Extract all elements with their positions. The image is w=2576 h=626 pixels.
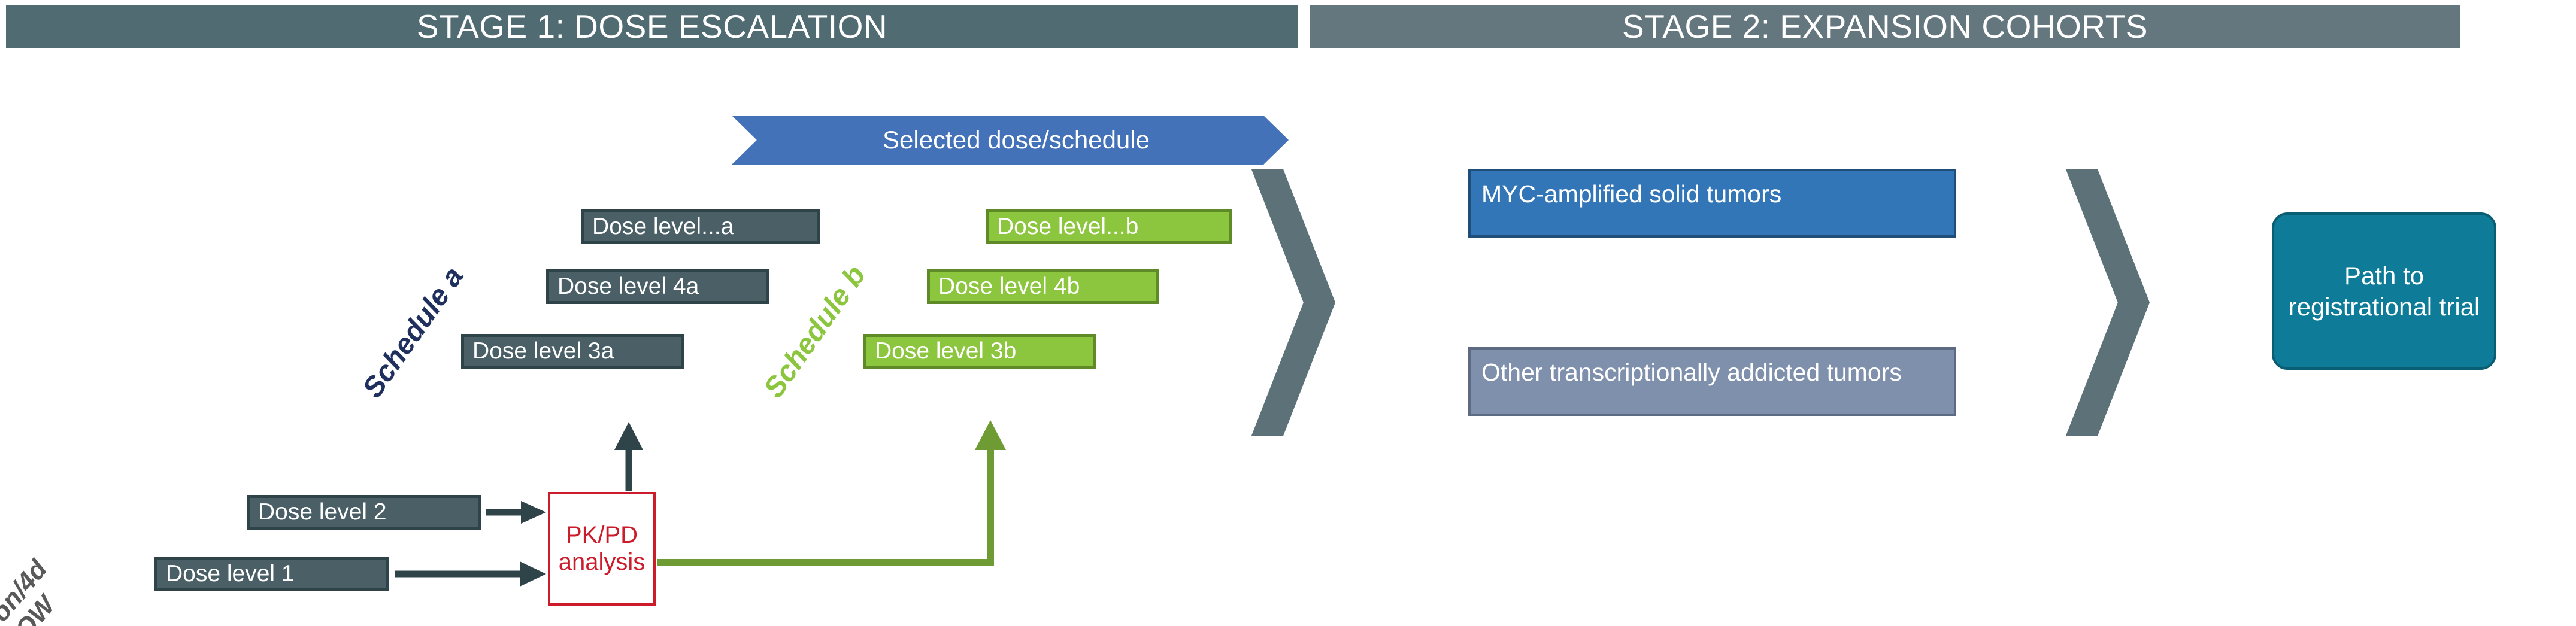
dosing-regimen-label: 3d on/4d off QW — [0, 555, 75, 626]
path-to-registrational-trial-label: Path to registrational trial — [2288, 262, 2480, 321]
stage-1-title: STAGE 1: DOSE ESCALATION — [416, 8, 888, 45]
selected-dose-schedule-label: Selected dose/schedule — [883, 126, 1150, 154]
dose-level-label: Dose level 3a — [472, 338, 614, 364]
dose-level-box-4b: Dose level 4b — [927, 269, 1159, 304]
dose-level-box-2: Dose level 2 — [247, 495, 481, 530]
pkpd-line-1: PK/PD — [565, 522, 638, 549]
dose-level-label: Dose level...a — [592, 214, 734, 239]
stage-1-header: STAGE 1: DOSE ESCALATION — [6, 5, 1298, 48]
schedule-b-label: Schedule b — [757, 260, 872, 404]
dose-level-label: Dose level 3b — [875, 338, 1017, 364]
dose-level-box-1: Dose level 1 — [154, 557, 389, 591]
arrow-pkpd-to-dose3b — [657, 420, 1006, 566]
selected-dose-schedule-banner: Selected dose/schedule — [732, 116, 1289, 165]
dose-level-box-a-top: Dose level...a — [581, 209, 820, 244]
dose-level-box-4a: Dose level 4a — [546, 269, 769, 304]
cohort-label: Other transcriptionally addicted tumors — [1481, 358, 1902, 386]
stage-transition-chevron-2 — [2066, 169, 2150, 436]
dose-level-label: Dose level 4b — [938, 274, 1080, 299]
schedule-a-label: Schedule a — [356, 261, 470, 404]
dose-level-box-3a: Dose level 3a — [461, 334, 684, 369]
stage-transition-chevron-1 — [1251, 169, 1335, 436]
stage-2-header: STAGE 2: EXPANSION COHORTS — [1310, 5, 2460, 48]
arrow-dose2-to-pkpd — [486, 501, 546, 524]
arrow-dose1-to-pkpd — [395, 561, 546, 587]
cohort-label: MYC-amplified solid tumors — [1481, 180, 1782, 208]
dose-level-label: Dose level 4a — [557, 274, 699, 299]
arrow-pkpd-to-dose3a — [614, 422, 643, 491]
dose-level-label: Dose level...b — [997, 214, 1139, 239]
dose-level-box-b-top: Dose level...b — [986, 209, 1232, 244]
cohort-box-myc-amplified: MYC-amplified solid tumors — [1468, 169, 1956, 238]
path-to-registrational-trial-box: Path to registrational trial — [2272, 212, 2496, 370]
dose-level-label: Dose level 1 — [166, 561, 295, 587]
pkpd-analysis-box: PK/PD analysis — [548, 492, 656, 606]
cohort-box-other-transcriptionally-addicted: Other transcriptionally addicted tumors — [1468, 347, 1956, 416]
dose-level-box-3b: Dose level 3b — [863, 334, 1096, 369]
stage-2-title: STAGE 2: EXPANSION COHORTS — [1622, 8, 2148, 45]
pkpd-line-2: analysis — [558, 549, 645, 575]
dose-level-label: Dose level 2 — [258, 499, 387, 525]
